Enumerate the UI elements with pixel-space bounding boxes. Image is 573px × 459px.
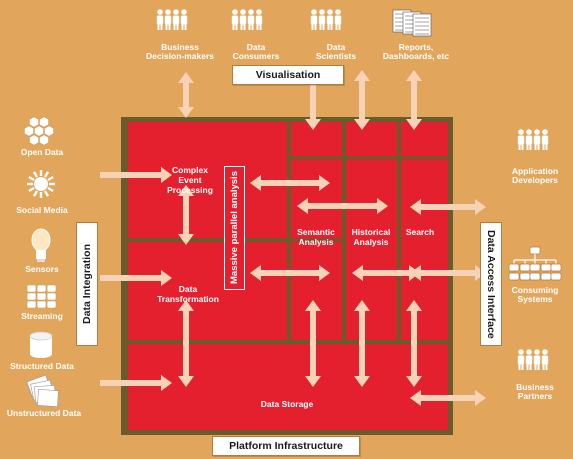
right-label-systems: Consuming Systems (511, 285, 559, 305)
arrow-historical-storage (354, 300, 370, 387)
right-label-partners: Business Partners (516, 382, 554, 402)
arrow-semantic-historical (297, 198, 388, 214)
people-group-icon (310, 9, 342, 30)
arrow-search-storage (406, 300, 422, 387)
source-label-streaming: Streaming (21, 311, 63, 321)
arrow-to-reports-left (354, 70, 370, 130)
block-data-transformation (128, 242, 287, 340)
people-group-icon (156, 9, 188, 30)
top-label-reports: Reports, Dashboards, etc (382, 42, 450, 62)
arrow-to-reports-right (406, 70, 422, 130)
massive-parallel-box: Massive parallel analysis (224, 166, 245, 290)
arrow-semantic-storage (305, 300, 321, 387)
visualisation-label: Visualisation (232, 65, 344, 85)
source-label-social-media: Social Media (16, 205, 68, 215)
arrow-transformation-semantic (250, 265, 330, 281)
arrow-input-structured (100, 375, 172, 391)
block-storage (128, 344, 448, 430)
top-label-consumers: Data Consumers (232, 42, 280, 62)
data-integration-text: Data Integration (81, 244, 93, 324)
semantic-label: Semantic Analysis (297, 227, 335, 247)
people-group-icon (231, 9, 263, 30)
icons-layer (23, 9, 562, 407)
data-access-interface-text: Data Access Interface (485, 229, 497, 339)
source-label-unstructured: Unstructured Data (6, 408, 82, 418)
storage-label: Data Storage (260, 399, 314, 409)
platform-infrastructure-label: Platform Infrastructure (212, 436, 360, 456)
visualisation-text: Visualisation (255, 69, 321, 81)
source-label-sensors: Sensors (25, 264, 59, 274)
arrow-developers (410, 199, 486, 215)
hexagon-cluster-icon (23, 116, 55, 146)
data-integration-label: Data Integration (76, 222, 98, 346)
platform-infrastructure-text: Platform Infrastructure (229, 440, 343, 452)
arrow-systems (410, 265, 486, 281)
massive-parallel-text: Massive parallel analysis (229, 171, 240, 285)
arrow-transformation-storage (178, 300, 194, 387)
sun-burst-icon (27, 170, 55, 198)
arrows-layer (100, 70, 486, 406)
people-group-icon (517, 349, 549, 370)
reports-icon (392, 9, 432, 37)
arrow-partners (410, 390, 486, 406)
documents-icon (26, 374, 59, 407)
light-bulb-icon (31, 228, 51, 262)
arrow-to-business (178, 72, 194, 118)
people-group-icon (517, 129, 549, 150)
arrow-event-semantic (250, 175, 330, 191)
arrow-historical-search (352, 265, 420, 281)
source-label-structured: Structured Data (10, 361, 74, 371)
org-chart-icon (508, 246, 562, 281)
complex-event-label: Complex Event Processing (167, 165, 213, 195)
top-label-business: Business Decision-makers (145, 42, 215, 62)
search-label: Search (405, 227, 435, 237)
arrow-to-data-scientists (305, 70, 321, 130)
data-transformation-label: Data Transformation (157, 284, 219, 304)
historical-label: Historical Analysis (351, 227, 391, 247)
arrow-event-transformation (178, 185, 194, 245)
arrow-input-social (100, 167, 172, 183)
top-label-scientists: Data Scientists (315, 42, 357, 62)
data-access-interface-label: Data Access Interface (480, 222, 502, 346)
grid-blocks-icon (26, 284, 57, 309)
database-icon (29, 331, 53, 358)
source-label-open-data: Open Data (20, 147, 64, 157)
right-label-developers: Application Developers (511, 166, 559, 186)
arrow-input-sensors (100, 270, 172, 286)
